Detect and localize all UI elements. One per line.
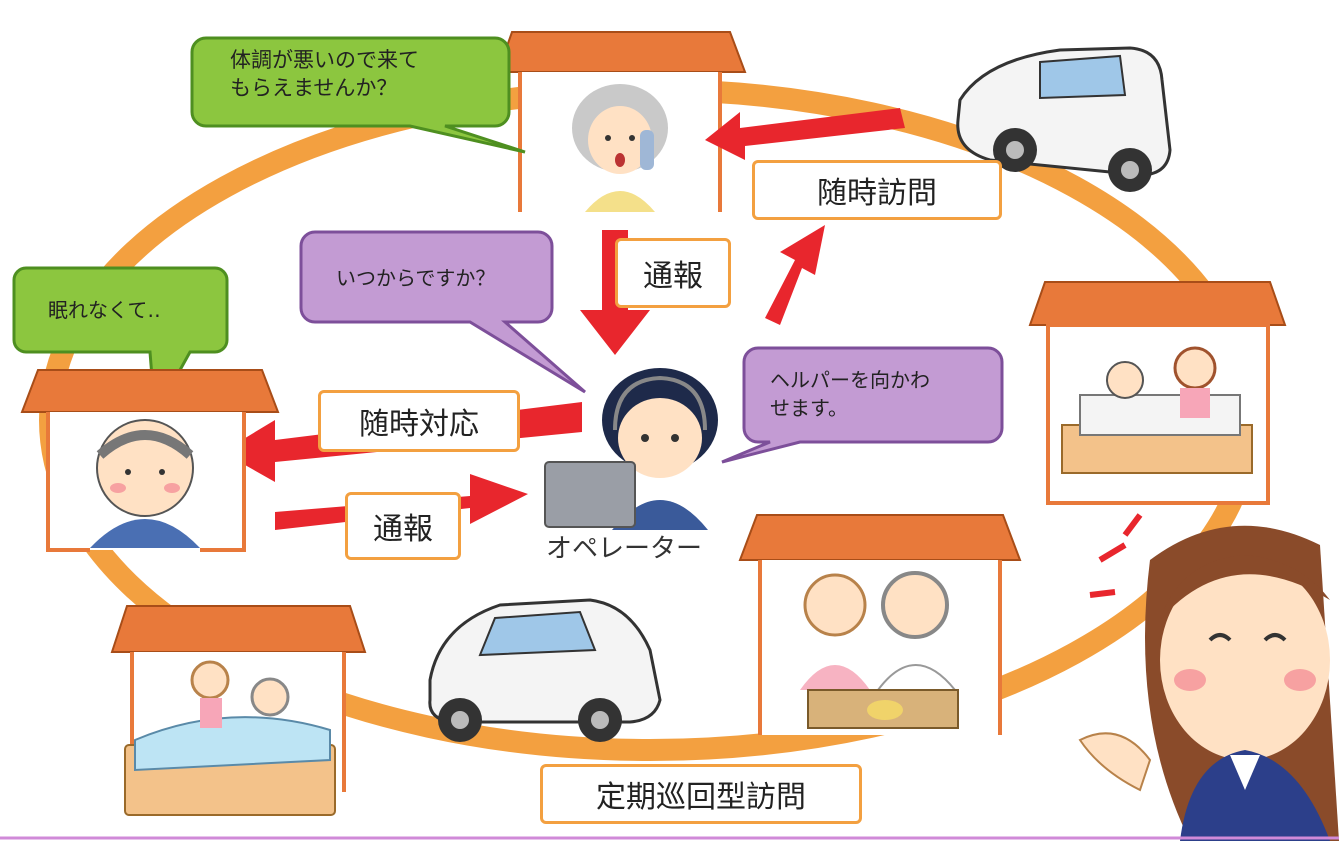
speech-bubble-elder-request bbox=[190, 36, 526, 154]
guide-woman-icon bbox=[1078, 513, 1339, 841]
house-bedridden-patient bbox=[1028, 281, 1287, 505]
house-caregiver-bed bbox=[110, 605, 367, 816]
speech-bubble-operator-reply bbox=[721, 346, 1004, 464]
house-elderly-man bbox=[20, 369, 280, 552]
speech-bubble-operator-question bbox=[299, 230, 586, 394]
house-caregiver-meal bbox=[738, 514, 1022, 735]
operator-icon bbox=[544, 368, 718, 530]
elder-request-text: 体調が悪いので来て もらえませんか？ bbox=[230, 48, 419, 100]
operator-reply-text: ヘルパーを向かわ せます。 bbox=[770, 368, 930, 420]
sleepless-text: 眠れなくて‥ bbox=[48, 298, 161, 322]
label-visit-anytime: 随時訪問 bbox=[752, 160, 1002, 220]
label-report-left: 通報 bbox=[345, 492, 461, 560]
caregiver-bed-icon bbox=[124, 660, 336, 816]
house-elder-woman bbox=[496, 31, 747, 212]
arrow-visit-up bbox=[765, 225, 825, 325]
caregiver-meal-icon bbox=[800, 571, 959, 729]
operator-question-text: いつからですか？ bbox=[336, 266, 496, 290]
bedridden-patient-icon bbox=[1061, 346, 1253, 474]
car-bottom-icon bbox=[428, 598, 662, 742]
elderly-woman-phone-icon bbox=[572, 84, 668, 212]
arrow-car-to-elder-woman bbox=[705, 108, 905, 160]
label-respond-anytime: 随時対応 bbox=[318, 390, 520, 452]
car-icon bbox=[956, 46, 1172, 192]
label-report-top: 通報 bbox=[615, 238, 731, 308]
operator-label: オペレーター bbox=[546, 534, 703, 564]
label-scheduled-visit: 定期巡回型訪問 bbox=[540, 764, 862, 824]
elderly-man-icon bbox=[90, 419, 200, 548]
